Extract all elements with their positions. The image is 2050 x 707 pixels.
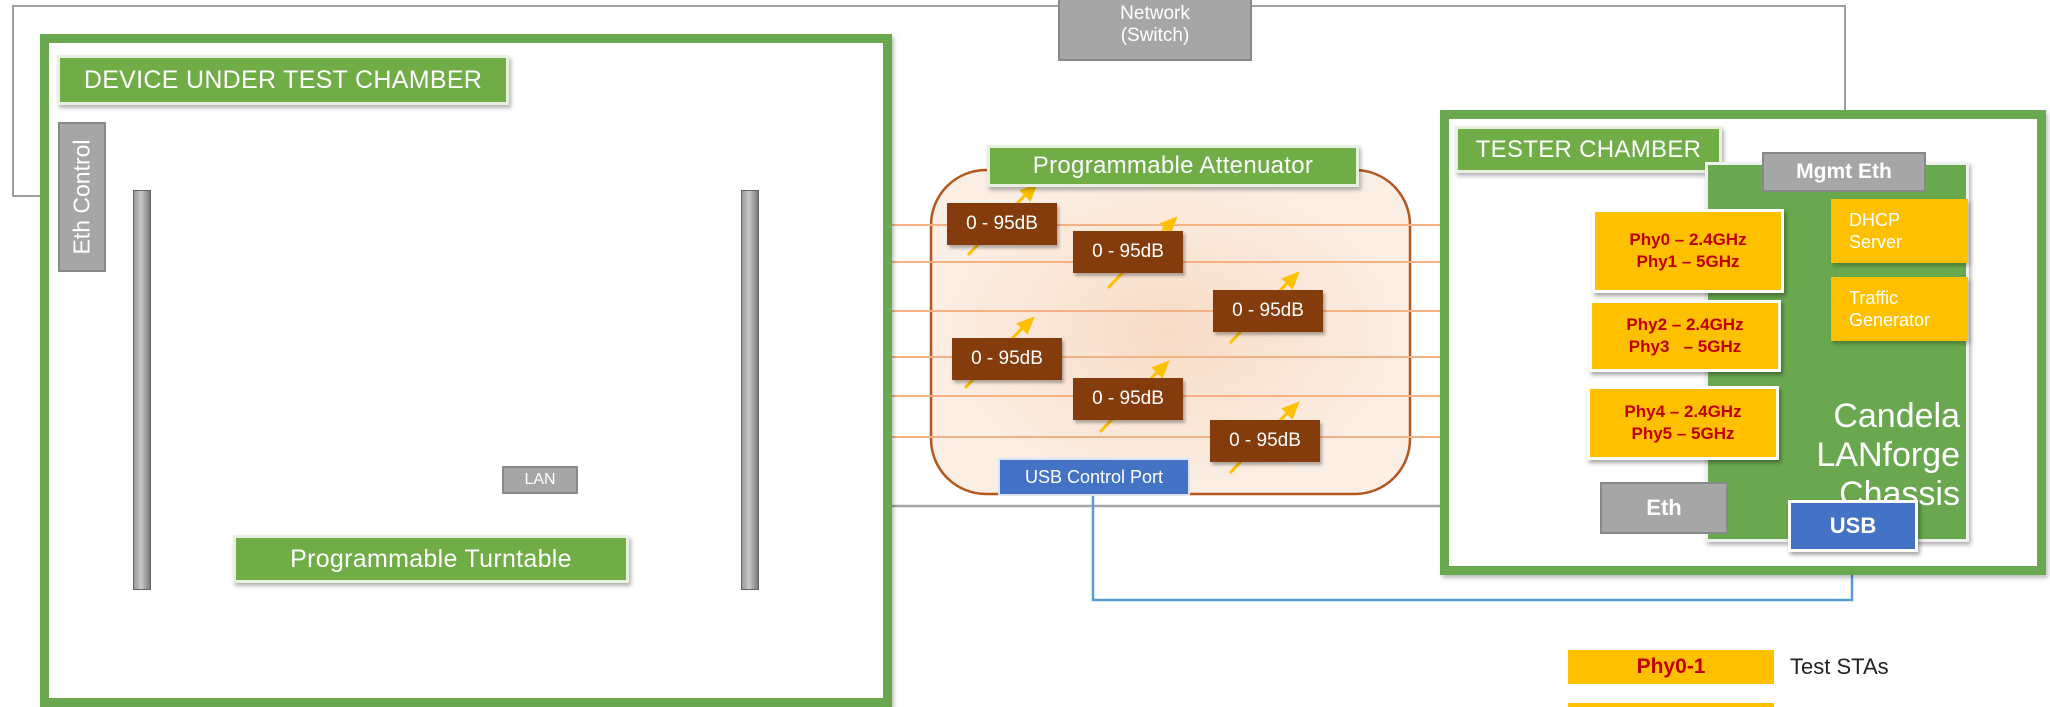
right-antenna-pillar	[741, 190, 759, 590]
usb-control-port-label: USB Control Port	[1024, 466, 1164, 487]
radio-line: Phy0 – 2.4GHz	[1629, 230, 1747, 249]
dut-chamber	[40, 34, 892, 707]
lan-label: LAN	[524, 471, 556, 488]
tester-chamber-title: TESTER CHAMBER	[1455, 126, 1722, 173]
radio-line: Phy4 – 2.4GHz	[1624, 402, 1742, 421]
attenuator-channel[interactable]: 0 - 95dB	[1213, 290, 1323, 332]
legend-text-label: Test STAs	[1790, 654, 1889, 679]
dhcp-server-label: DHCP Server	[1849, 210, 1903, 252]
attenuator-range: 0 - 95dB	[1092, 388, 1164, 409]
attenuator-range: 0 - 95dB	[1229, 430, 1301, 451]
attenuator-range: 0 - 95dB	[1092, 241, 1164, 262]
attenuator-range: 0 - 95dB	[966, 213, 1038, 234]
traffic-generator-label: Traffic Generator	[1849, 288, 1931, 330]
mgmt-eth-port: Mgmt Eth	[1762, 152, 1926, 192]
usb-control-port: USB Control Port	[998, 458, 1190, 496]
radio-line: Phy1 – 5GHz	[1636, 252, 1740, 271]
eth-port: Eth	[1600, 482, 1728, 534]
dut-chamber-title-text: DEVICE UNDER TEST CHAMBER	[83, 65, 483, 94]
turntable-label-text: Programmable Turntable	[290, 544, 572, 573]
eth-control-port: Eth Control	[58, 122, 106, 272]
network-switch: Network (Switch)	[1058, 0, 1252, 61]
radio-group-phy2-3: Phy2 – 2.4GHz Phy3 – 5GHz	[1589, 300, 1781, 372]
network-to-mgmt-eth-wire	[1252, 5, 1846, 152]
attenuator-channel[interactable]: 0 - 95dB	[1073, 378, 1183, 420]
traffic-generator: Traffic Generator	[1831, 277, 1968, 341]
network-switch-label: Network (Switch)	[1120, 2, 1190, 46]
legend-swatch-partial	[1568, 703, 1774, 707]
usb-label: USB	[1829, 513, 1877, 538]
legend-swatch-phy0-1: Phy0-1	[1568, 650, 1774, 684]
radio-line: Phy2 – 2.4GHz	[1626, 315, 1744, 334]
attenuator-channel[interactable]: 0 - 95dB	[1210, 420, 1320, 462]
chassis-name: Candela LANforge Chassis	[1790, 358, 1960, 514]
attenuator-channel[interactable]: 0 - 95dB	[952, 338, 1062, 380]
eth-control-label: Eth Control	[69, 139, 95, 255]
usb-cable	[1091, 496, 1854, 602]
left-antenna-pillar	[133, 190, 151, 590]
tester-chamber-title-text: TESTER CHAMBER	[1475, 135, 1702, 163]
chassis-name-text: Candela LANforge Chassis	[1816, 397, 1960, 513]
turntable-label: Programmable Turntable	[233, 535, 629, 583]
legend-swatch-label: Phy0-1	[1636, 655, 1706, 678]
radio-line: Phy5 – 5GHz	[1631, 424, 1735, 443]
eth-label: Eth	[1646, 495, 1682, 520]
radio-group-phy4-5: Phy4 – 2.4GHz Phy5 – 5GHz	[1587, 386, 1779, 460]
attenuator-range: 0 - 95dB	[1232, 300, 1304, 321]
attenuator-channel[interactable]: 0 - 95dB	[1073, 231, 1183, 273]
mgmt-eth-label: Mgmt Eth	[1796, 160, 1892, 183]
attenuator-channel[interactable]: 0 - 95dB	[947, 203, 1057, 245]
attenuator-title-text: Programmable Attenuator	[1032, 152, 1314, 179]
lan-port: LAN	[502, 466, 578, 494]
dhcp-server: DHCP Server	[1831, 199, 1968, 263]
radio-group-phy0-1: Phy0 – 2.4GHz Phy1 – 5GHz	[1592, 209, 1784, 293]
usb-port: USB	[1788, 500, 1918, 552]
attenuator-range: 0 - 95dB	[971, 348, 1043, 369]
attenuator-title: Programmable Attenuator	[987, 145, 1359, 187]
radio-line: Phy3 – 5GHz	[1628, 337, 1742, 356]
legend-text: Test STAs	[1790, 654, 1889, 680]
network-to-eth-control-wire	[12, 5, 1058, 197]
dut-chamber-title: DEVICE UNDER TEST CHAMBER	[57, 55, 509, 105]
